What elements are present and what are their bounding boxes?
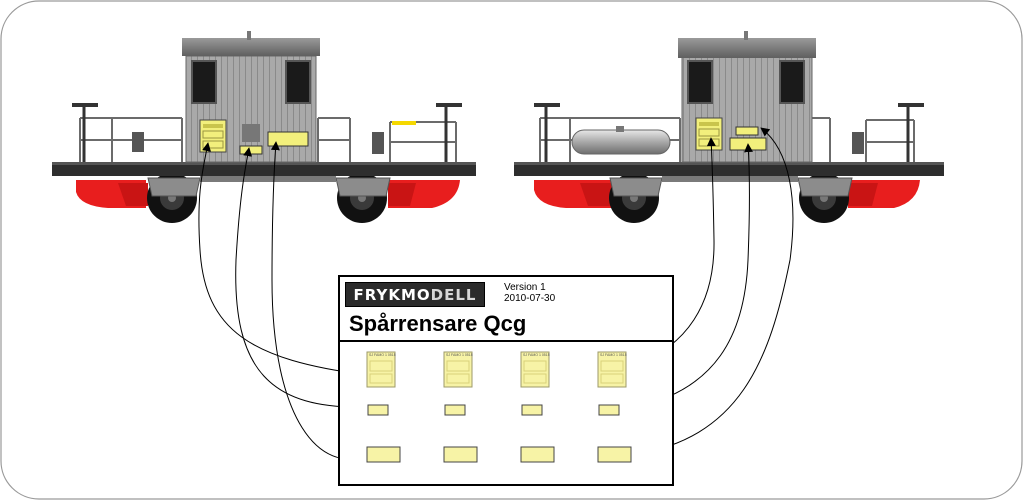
decal-small [367, 404, 389, 416]
connector-curve [629, 127, 794, 456]
right-wagon-window [779, 60, 805, 104]
left-wagon-chassis [52, 162, 476, 176]
decal-large: SJ FAMO 1 0515 [597, 351, 627, 388]
right-wagon-decal-small [735, 126, 759, 136]
decal-small [598, 404, 620, 416]
left-wagon-window [285, 60, 311, 104]
brand-logo: FRYKMODELL [345, 282, 485, 307]
left-wagon-roof [182, 38, 320, 56]
version-label: Version 1 [504, 282, 546, 293]
right-wagon-decal-large [695, 117, 723, 151]
decal-large-caption: SJ FAMO 1 0515 [523, 353, 550, 357]
decal-large: SJ FAMO 1 0515 [443, 351, 473, 388]
decal-large-caption: SJ FAMO 1 0515 [600, 353, 627, 357]
decal-large: SJ FAMO 1 0515 [366, 351, 396, 388]
brand-part2: DELL [430, 285, 477, 304]
decal-wide [443, 446, 478, 463]
decal-small [521, 404, 543, 416]
connector-curve [619, 143, 754, 411]
info-panel: SJ FAMO 1 0515 SJ FAMO 1 0515 SJ FAMO 1 … [338, 275, 674, 486]
connector-curve [270, 141, 369, 460]
decal-large-caption: SJ FAMO 1 0515 [446, 353, 473, 357]
left-wagon-decal-small [239, 145, 263, 155]
connector-curve [235, 147, 369, 408]
brand-logo-text: FRYKMODELL [354, 286, 477, 304]
left-wagon-decal-large [199, 119, 227, 153]
decal-large-caption: SJ FAMO 1 0515 [369, 353, 396, 357]
version-info: Version 1 2010-07-30 [504, 282, 555, 304]
brand-part1: FRYKMO [353, 285, 431, 304]
right-wagon-window [687, 60, 713, 104]
left-wagon-decal-wide [267, 131, 309, 147]
left-wagon-window [191, 60, 217, 104]
connector-curve [198, 142, 368, 376]
page-title: Spårrensare Qcg [349, 311, 527, 336]
decal-wide [366, 446, 401, 463]
decal-wide [520, 446, 555, 463]
decal-large: SJ FAMO 1 0515 [520, 351, 550, 388]
right-wagon-roof [678, 38, 816, 58]
decal-wide [597, 446, 632, 463]
version-date: 2010-07-30 [504, 293, 556, 304]
right-wagon-chassis [514, 162, 944, 176]
right-wagon-tank [571, 129, 671, 155]
decal-small [444, 404, 466, 416]
